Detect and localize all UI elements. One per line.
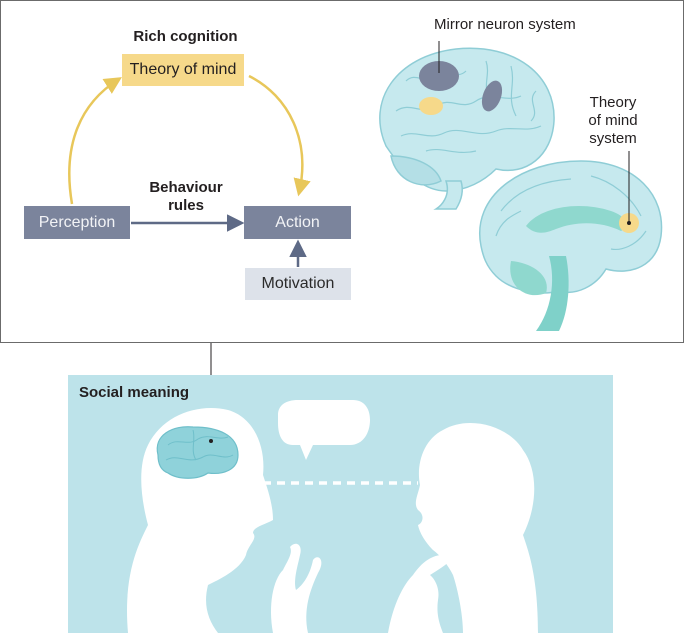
medial-brain-illustration bbox=[479, 151, 663, 331]
lateral-brain-illustration bbox=[379, 41, 555, 210]
behaviour-rules-label-line1: Behaviour bbox=[149, 179, 223, 196]
tom-system-label-line1: Theory bbox=[589, 94, 637, 111]
perception-box: Perception bbox=[24, 206, 130, 239]
social-meaning-panel: Social meaning bbox=[68, 375, 613, 633]
flow-arrows bbox=[68, 74, 311, 267]
tom-system-label-line3: system bbox=[589, 130, 637, 147]
arrow-tom-to-action bbox=[248, 74, 311, 197]
mirror-region-frontal bbox=[419, 61, 459, 91]
right-hand bbox=[388, 552, 453, 633]
behaviour-rules-label-line2: rules bbox=[168, 197, 204, 214]
mirror-region-parietal bbox=[481, 80, 503, 112]
tom-system-label-line2: of mind bbox=[588, 112, 638, 129]
tom-system-label: Theory of mind system bbox=[586, 94, 640, 148]
social-meaning-title: Social meaning bbox=[79, 384, 190, 401]
top-panel: Rich cognition Theory of mind Behaviour … bbox=[0, 0, 684, 343]
mirror-neuron-label: Mirror neuron system bbox=[434, 16, 576, 33]
motivation-box: Motivation bbox=[245, 268, 351, 300]
right-head-silhouette bbox=[415, 422, 538, 633]
tom-region-lateral bbox=[419, 97, 443, 115]
social-scene-illustration bbox=[127, 400, 538, 633]
action-box: Action bbox=[244, 206, 351, 239]
left-head-brain bbox=[156, 426, 239, 479]
behaviour-rules-label: Behaviour rules bbox=[131, 179, 241, 215]
left-hand bbox=[271, 543, 322, 633]
rich-cognition-label: Rich cognition bbox=[133, 28, 238, 45]
arrow-perception-to-tom bbox=[68, 77, 122, 205]
speech-bubble bbox=[278, 400, 370, 460]
theory-of-mind-box: Theory of mind bbox=[122, 54, 244, 86]
